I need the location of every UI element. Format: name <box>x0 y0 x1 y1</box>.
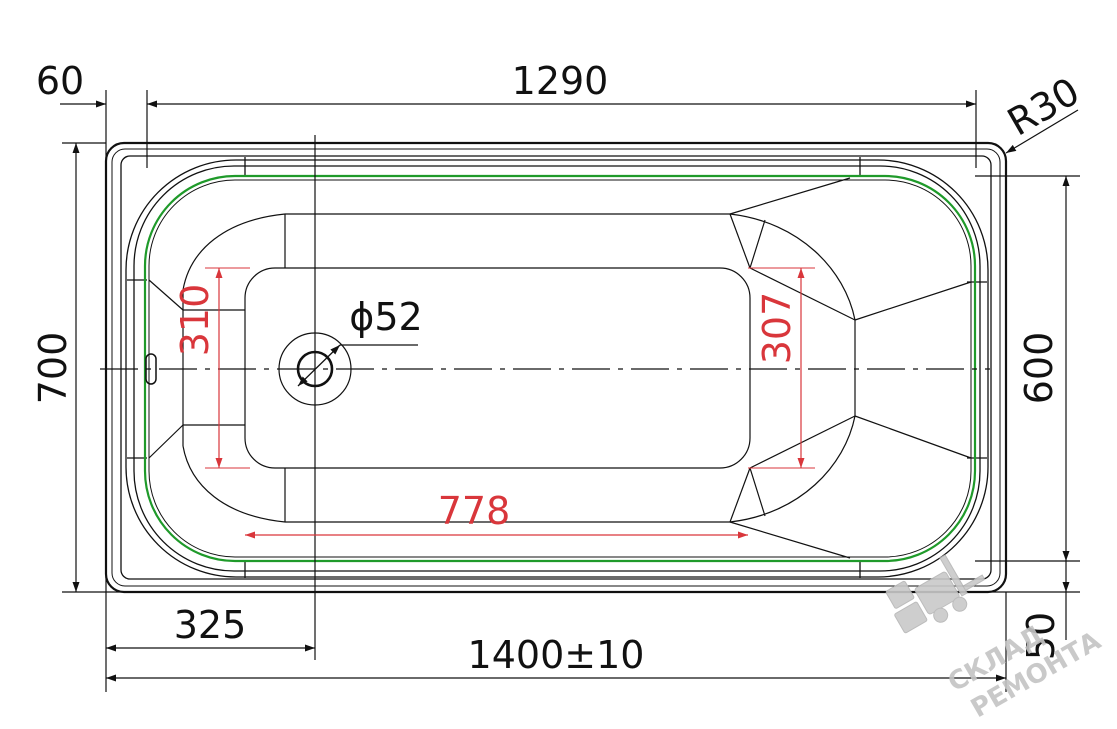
dim-overall-width: 700 <box>31 332 75 405</box>
dim-inner-length: 1290 <box>512 59 609 103</box>
dim-drain-diameter: ϕ52 <box>349 295 422 339</box>
dim-inner-width: 600 <box>1017 332 1061 405</box>
dim-floor-length: 778 <box>438 489 511 533</box>
dim-corner-radius: R30 <box>1000 69 1087 144</box>
dim-edge-offset: 60 <box>36 59 84 103</box>
dimension-lines-red <box>215 268 805 539</box>
basin-interior <box>148 177 972 559</box>
dim-overall-length: 1400±10 <box>468 633 645 677</box>
bathtub-outline <box>104 141 1008 594</box>
dim-drain-offset: 325 <box>174 603 247 647</box>
dim-right-floor-width: 307 <box>755 292 799 365</box>
dim-left-floor-width: 310 <box>173 284 217 357</box>
centerlines <box>100 135 990 535</box>
dim-bottom-offset: 50 <box>1019 612 1063 660</box>
